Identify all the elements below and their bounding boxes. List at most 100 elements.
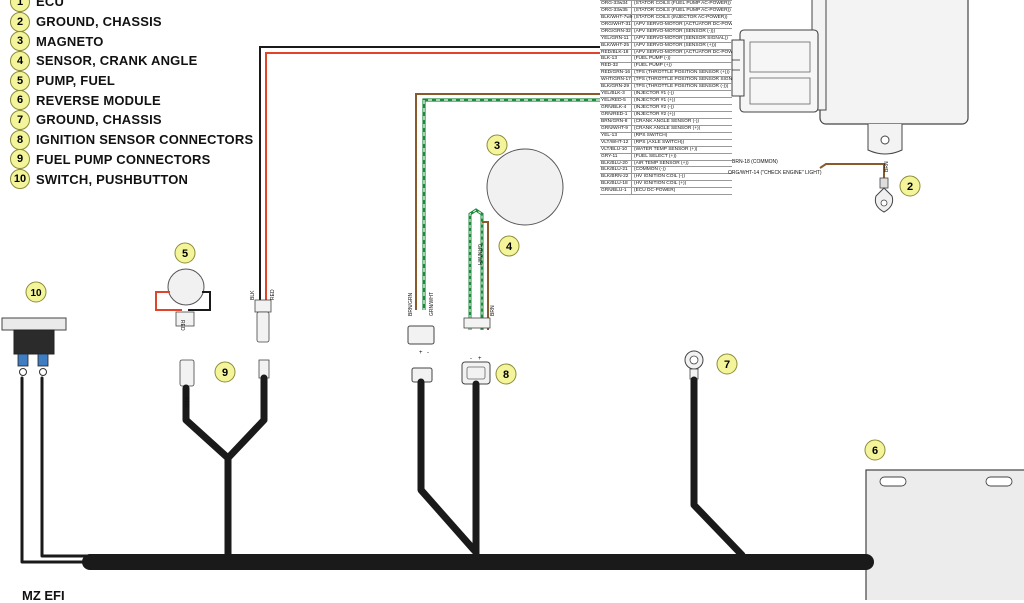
svg-text:8: 8	[503, 369, 509, 381]
wire-color: WHT/GRN-17	[601, 77, 632, 84]
ecu-module	[811, 0, 969, 155]
callout-9: 9	[214, 361, 236, 383]
callout-10: 10	[25, 281, 47, 303]
svg-text:3: 3	[494, 140, 500, 152]
wire-color: BLK/BRN-22	[600, 174, 632, 181]
wire-color: ORG/GRN-32	[601, 28, 632, 35]
ecu-connector	[731, 29, 819, 113]
wire-function: (STATOR COILS (FUEL PUMP AC-POWER))	[634, 0, 731, 6]
diagram-footer: MZ EFI	[22, 588, 65, 603]
polarity-plus-right: +	[478, 356, 482, 362]
wire-table-row: ORG/GRN-32(APV SERVO-MOTOR (SENSOR (-)))	[600, 28, 732, 36]
callout-4: 4	[498, 235, 520, 257]
wire-function: (APV SERVO-MOTOR (SENSOR (-)))	[634, 28, 716, 34]
note-check-engine: ORG/WHT-14 ("CHECK ENGINE" LIGHT)	[728, 170, 822, 176]
wire-function: (INJECTOR #2 (-))	[634, 105, 674, 110]
wire-function: (CRANK ANGLE SENSOR (+))	[634, 125, 701, 131]
wire-color: YEL/BLK-3	[600, 91, 632, 98]
polarity-minus: -	[427, 350, 429, 356]
wire-function: (INJECTOR #1 (-))	[634, 91, 674, 97]
wire-function: (FUEL SELECT (+))	[634, 153, 677, 159]
wire-table-row: BRN/GRN-8(CRANK ANGLE SENSOR (-))	[600, 118, 732, 126]
crank-angle-sensor	[463, 208, 491, 330]
crank-sensor-lead-wires	[415, 93, 600, 310]
wire-table-row: WHT/GRN-17(TPS (THROTTLE POSITION SENSOR…	[600, 77, 732, 85]
legend-number: 8	[10, 129, 30, 150]
wire-color: RED-32	[600, 63, 632, 70]
wire-function: (WATER TEMP SENSOR (+))	[634, 146, 698, 152]
wire-function: (RPS (AXLE SWITCH))	[634, 139, 685, 145]
wire-function: (APV SERVO-MOTOR (ACTUATOR DC-POWER))	[634, 21, 732, 27]
wire-function: (ECU DC-POWER)	[634, 188, 676, 194]
legend-number: 2	[10, 11, 30, 32]
wire-function: (COMMON (-))	[634, 167, 666, 173]
wire-label-brn-grn: BRN/GRN	[408, 293, 414, 316]
wire-labels: BLK RED BRN/GRN GRN/WHT BRN GRN/WH BRN R…	[179, 161, 890, 408]
wire-table-row: GRY-11(FUEL SELECT (+))	[600, 153, 732, 161]
legend-label: ECU	[36, 0, 65, 10]
ecu-lead-lines	[732, 59, 740, 71]
legend-number: 5	[10, 70, 30, 91]
callout-5: 5	[174, 242, 196, 264]
wire-table-row: BLK/WHT-25(APV SERVO-MOTOR (SENSOR (+)))	[600, 42, 732, 50]
callout-8: 8	[495, 363, 517, 385]
main-harness	[20, 374, 874, 570]
wire-function: (RPS SWITCH)	[634, 132, 668, 138]
pushbutton-switch	[1, 317, 67, 376]
wire-table-row: VLT/WHT-12(RPS (AXLE SWITCH))	[600, 139, 732, 147]
wire-table-row: GRN/BLU-1(ECU DC-POWER)	[600, 188, 732, 196]
wire-color: GRN/BLK-4	[600, 105, 632, 111]
fuel-pump-lead-wires	[259, 46, 600, 300]
wire-table-row: YEL/BLK-3(INJECTOR #1 (-))	[600, 91, 732, 99]
wire-function: (AIR TEMP SENSOR (+))	[634, 160, 689, 166]
legend-label: REVERSE MODULE	[36, 92, 161, 108]
wire-table-row: BLK/BLU-21(COMMON (-))	[600, 167, 732, 175]
wire-color: GRN/RED-1	[600, 111, 632, 118]
callout-3: 3	[486, 134, 508, 156]
wire-table-row: RED/BLK-18(APV SERVO-MOTOR (ACTUATOR DC-…	[600, 49, 732, 57]
ignition-sensor-connector-left	[407, 325, 435, 383]
wire-color: YEL/GRN-11	[600, 35, 632, 42]
wire-function: (STATOR COILS (INJECTOR AC-POWER))	[634, 14, 728, 20]
wire-function: (FUEL PUMP (-))	[634, 56, 671, 62]
wire-table-row: BLK/BLU-18(HV IGNITION COIL (+))	[600, 181, 732, 189]
wire-color: BLK/WHT-25	[600, 42, 632, 49]
wire-label-grn-wht: GRN/WHT	[429, 292, 435, 316]
polarity-minus-right: -	[470, 356, 472, 362]
legend-number: 9	[10, 149, 30, 170]
wire-color: GRN/BLU-1	[600, 188, 632, 195]
wire-label-brn: BRN	[490, 305, 496, 316]
wire-function: (TPS (THROTTLE POSITION SENSOR SIGNAL))	[634, 77, 732, 83]
wire-table-row: ORG-33w35(STATOR COILS (FUEL PUMP AC-POW…	[600, 7, 732, 15]
wire-label-connector-red: RED	[183, 397, 189, 408]
wire-color: BLK/WHT-7w9	[601, 14, 633, 21]
svg-text:4: 4	[506, 241, 513, 253]
legend-item: 5 PUMP, FUEL	[10, 70, 270, 91]
wire-table-row: GRN/BLK-4(INJECTOR #2 (-))	[600, 105, 732, 112]
wire-table-row: BLK/WHT-7w9(STATOR COILS (INJECTOR AC-PO…	[600, 14, 732, 22]
legend-label: IGNITION SENSOR CONNECTORS	[36, 132, 254, 148]
callout-7: 7	[716, 353, 738, 375]
wire-function: (INJECTOR #1 (+))	[634, 98, 676, 104]
wire-table-row: RED-32(FUEL PUMP (+))	[600, 63, 732, 71]
legend-label: PUMP, FUEL	[36, 73, 116, 89]
wire-color: YEL-13	[600, 132, 632, 139]
magneto	[486, 148, 564, 226]
wire-color: ORG/WHT-31	[601, 21, 632, 28]
legend-number: 4	[10, 50, 30, 71]
svg-text:6: 6	[872, 445, 878, 457]
wire-table-row: BLK/BLU-20(AIR TEMP SENSOR (+))	[600, 160, 732, 168]
polarity-plus: +	[419, 350, 423, 356]
ecu-wire-table: BRN-12...ORG-33w34(STATOR COILS (FUEL PU…	[600, 0, 732, 196]
wire-color: ORG-33w34	[600, 0, 632, 7]
wire-label-blk: BLK	[250, 290, 256, 300]
wire-color: BRN/GRN-8	[600, 118, 632, 125]
wire-table-row: YEL/GRN-11(APV SERVO-MOTOR (SENSOR SIGNA…	[600, 35, 732, 43]
svg-text:2: 2	[907, 181, 913, 193]
wire-label-red: RED	[270, 289, 276, 300]
svg-text:10: 10	[30, 288, 42, 299]
wire-table-row: BLK-13(FUEL PUMP (-))	[600, 56, 732, 64]
